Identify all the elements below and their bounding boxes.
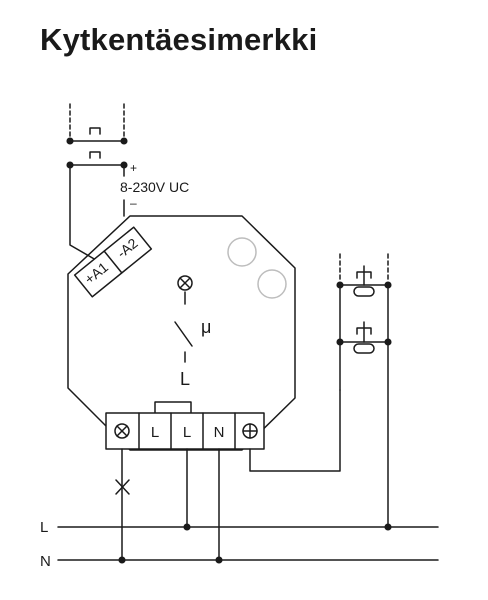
led-indicator-icon [227, 237, 257, 267]
junction-dot [336, 281, 344, 289]
junction-dot [384, 281, 392, 289]
junction-dot [336, 338, 344, 346]
lamp-load-icon [115, 479, 130, 495]
terminal-lamp-icon [114, 423, 130, 439]
supply-minus: – [130, 196, 137, 210]
relay-module-body [67, 215, 296, 451]
relay-symbol: μ [201, 317, 211, 337]
junction-dot [118, 556, 126, 564]
led-indicator-icon [257, 269, 287, 299]
relay-contact-switch [174, 321, 193, 347]
mains-label-l: L [40, 519, 48, 536]
external-pushbutton-2 [339, 321, 389, 354]
wire-a1 [69, 164, 97, 261]
supply-voltage: 8-230V UC [120, 179, 189, 195]
a1-a2-terminal-block [73, 226, 153, 298]
supply-pushbutton-2 [69, 151, 125, 166]
terminal-pushbutton-icon [242, 423, 258, 439]
junction-dot [66, 137, 74, 145]
mains-label-n: N [40, 553, 51, 570]
terminal-l-2: L [183, 424, 191, 441]
supply-plus: + [130, 161, 137, 175]
lamp-symbol-icon [177, 275, 193, 291]
supply-pushbutton-1 [69, 127, 125, 142]
junction-dot [384, 523, 392, 531]
page-title: Kytkentäesimerkki [40, 22, 318, 57]
terminal-n: N [214, 424, 225, 441]
junction-dot [183, 523, 191, 531]
terminal-block [105, 412, 265, 450]
junction-dot [384, 338, 392, 346]
terminal-l-1: L [151, 424, 159, 441]
external-pushbutton-1 [339, 265, 389, 297]
relay-output-label: L [180, 369, 190, 389]
wire-pushbutton-input [249, 389, 341, 472]
junction-dot [120, 137, 128, 145]
junction-dot [215, 556, 223, 564]
